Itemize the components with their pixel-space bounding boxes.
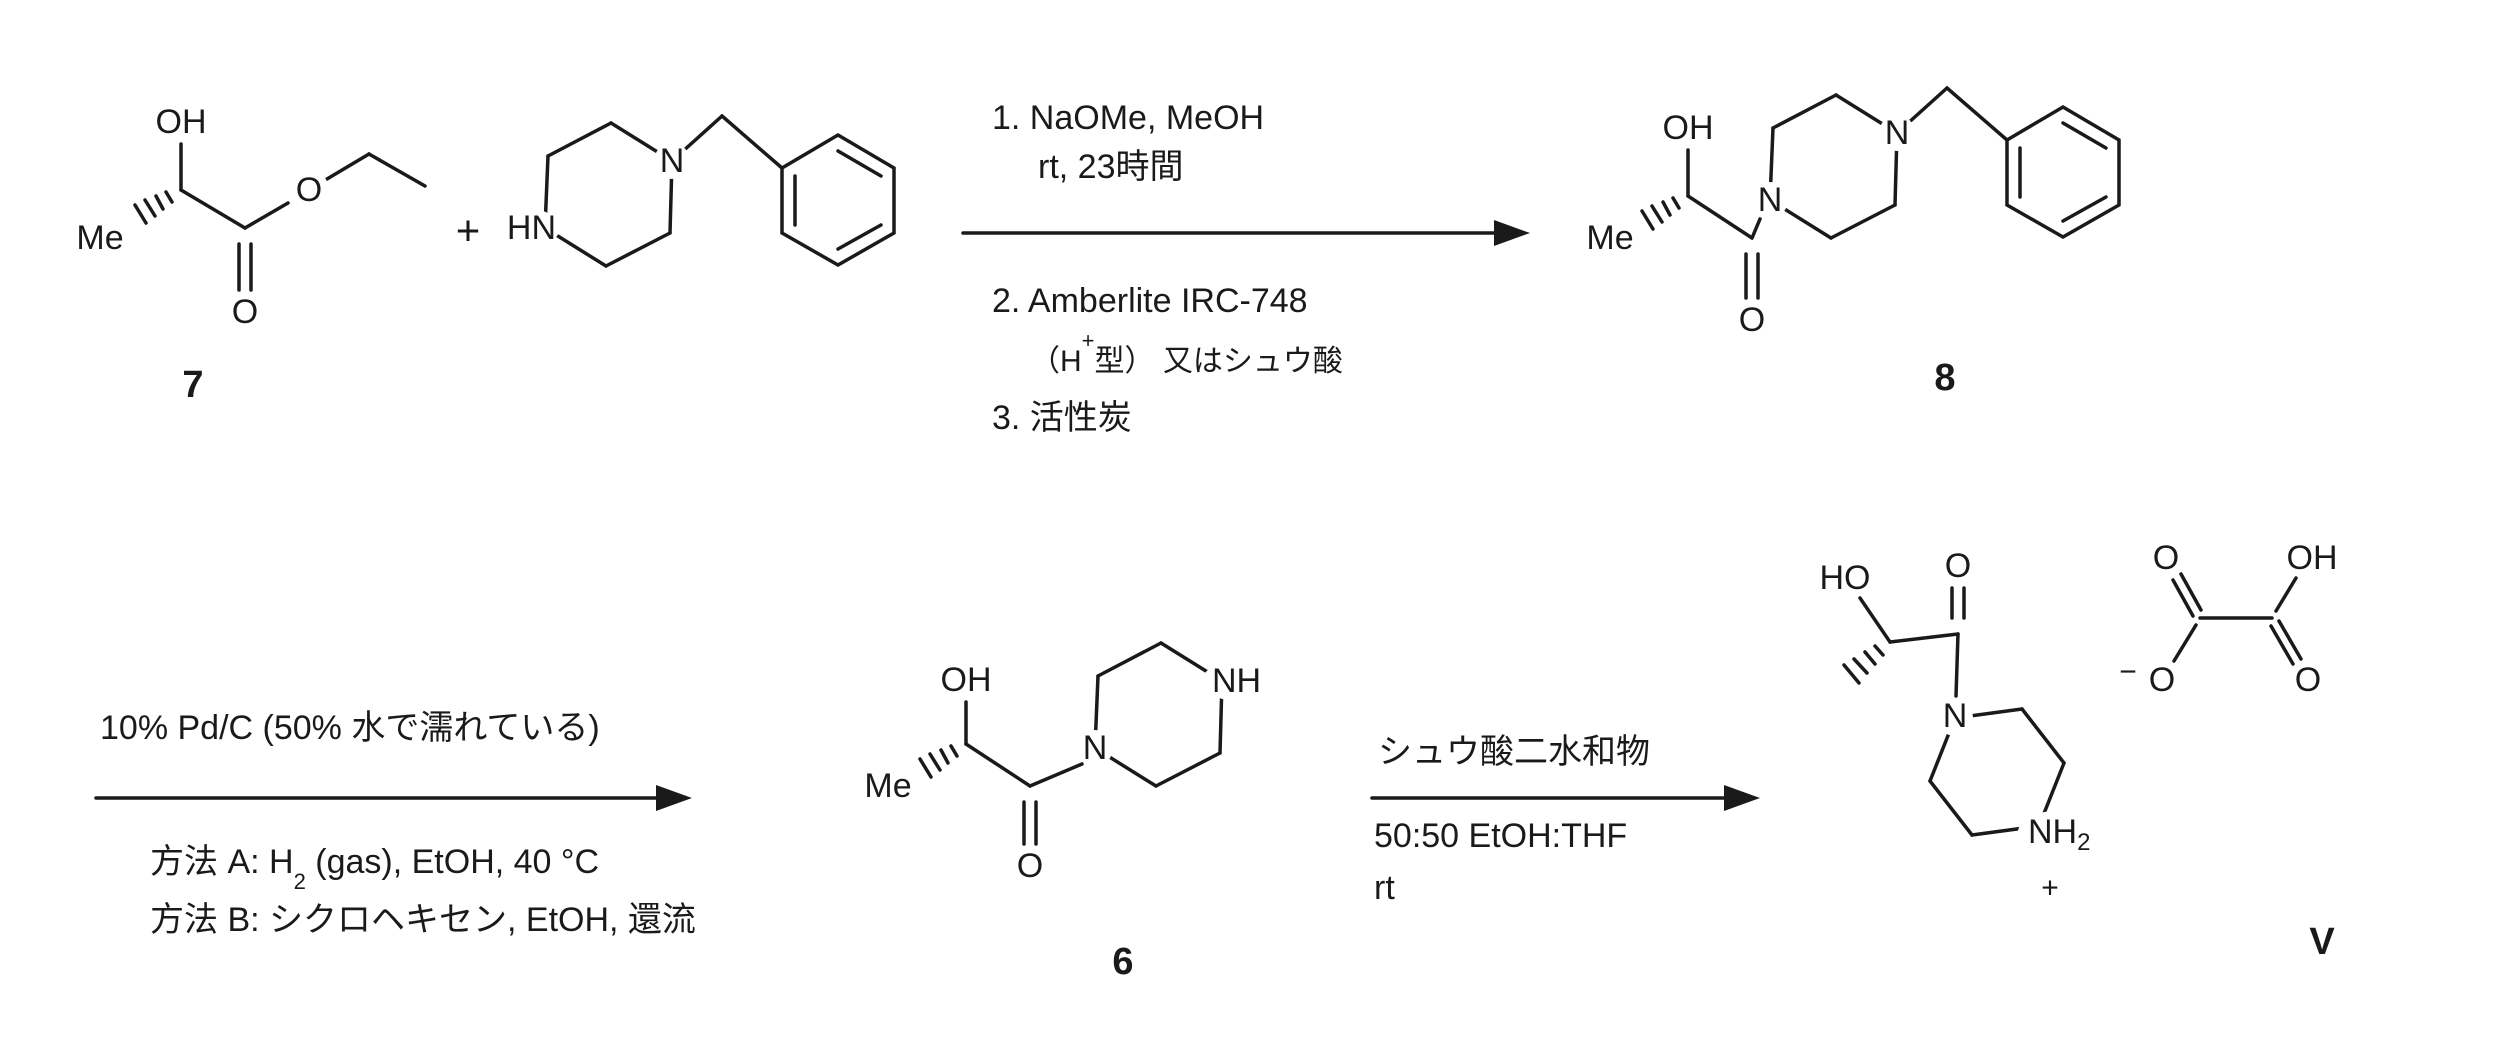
compound7-number: 7 <box>182 364 203 406</box>
reaction-arrow-2 <box>94 785 692 811</box>
arrow2-method-a: 方法 A: H2 (gas), EtOH, 40 °C <box>150 842 600 894</box>
stereo-hash-bond <box>1842 644 1885 685</box>
compound6-number: 6 <box>1112 941 1133 983</box>
compound8-n1-label: N <box>1758 181 1783 219</box>
stereo-hash-bond <box>1640 196 1681 231</box>
compound7-oh-label: OH <box>156 103 207 141</box>
compound6-n-label: N <box>1083 729 1108 767</box>
compound6-oh-label: OH <box>941 661 992 699</box>
compound8-number: 8 <box>1934 357 1955 399</box>
compound-8: Me OH O N N 8 <box>1578 86 2121 399</box>
atom-label-masks <box>856 660 1274 886</box>
benzylpiperazine-bonds <box>543 114 896 268</box>
arrow2-condition-above: 10% Pd/C (50% 水で濡れている) <box>100 709 600 747</box>
oxalate-o-bottomright-label: O <box>2295 661 2321 699</box>
atom-label-masks <box>68 102 329 332</box>
benzylpiperazine-n-label: N <box>660 142 685 180</box>
compound8-carbonyl-o-label: O <box>1739 301 1765 339</box>
arrow1-condition-step2: 2. Amberlite IRC-748 <box>992 282 1308 320</box>
compoundV-n-label: N <box>1943 697 1968 735</box>
compound-7-bonds <box>133 142 427 292</box>
reaction-arrow-3 <box>1370 785 1760 811</box>
atom-label-masks <box>1813 546 2110 854</box>
h-plus-superscript: + <box>1081 328 1095 353</box>
arrow1-condition-step2b: （H+型） 又はシュウ酸 <box>1030 328 1343 380</box>
stereo-hash-bond <box>918 744 959 779</box>
compound7-ester-o-label: O <box>296 171 322 209</box>
compound-6: Me OH O N NH 6 <box>856 641 1274 983</box>
compound8-oh-label: OH <box>1663 109 1714 147</box>
arrowhead <box>1494 220 1530 246</box>
compound6-carbonyl-o-label: O <box>1017 847 1043 885</box>
compound8-n4-label: N <box>1885 114 1910 152</box>
h2-subscript: 2 <box>293 868 306 894</box>
oxalate-minus-charge: − <box>2119 656 2137 689</box>
compound6-nh-label: NH <box>1212 662 1261 700</box>
compoundV-carbonyl-o-label: O <box>1945 547 1971 585</box>
compoundV-ho-label: HO <box>1820 559 1871 597</box>
stereo-hash-bond <box>133 190 174 225</box>
compound6-me-label: Me <box>864 767 911 805</box>
oxalate-bonds <box>2171 572 2303 666</box>
step2b-text: （H <box>1030 345 1082 378</box>
arrow3-condition-below1: 50:50 EtOH:THF <box>1374 817 1628 855</box>
benzylpiperazine: HN N <box>488 114 896 268</box>
arrowhead <box>656 785 692 811</box>
benzene-ring <box>2005 104 2121 240</box>
compoundV-nh2-label: NH2 <box>2028 813 2090 856</box>
compound-8-bonds <box>1640 86 2121 300</box>
method-a-text-rest: (gas), EtOH, 40 °C <box>305 843 600 881</box>
atom-label-masks <box>2142 538 2342 700</box>
oxalate-o-bottomleft-label: O <box>2149 661 2175 699</box>
arrow1-condition-step1b: rt, 23時間 <box>1038 148 1184 186</box>
reaction-arrow-1 <box>961 220 1530 246</box>
compound7-me-label: Me <box>76 219 123 257</box>
oxalate-o-topleft-label: O <box>2153 539 2179 577</box>
compound8-me-label: Me <box>1586 219 1633 257</box>
oxalate-oh-label: OH <box>2287 539 2338 577</box>
arrow3-condition-below2: rt <box>1374 869 1395 907</box>
compound-v-cation: HO O N NH2 + V <box>1813 546 2335 963</box>
compound-7: OH Me O O 7 <box>68 102 427 406</box>
arrow2-method-b: 方法 B: シクロヘキセン, EtOH, 還流 <box>150 901 696 939</box>
compoundV-number: V <box>2309 921 2335 963</box>
compound7-carbonyl-o-label: O <box>232 293 258 331</box>
step2b-text-rest: 型） 又はシュウ酸 <box>1094 345 1343 378</box>
arrowhead <box>1724 785 1760 811</box>
benzylpiperazine-hn-label: HN <box>507 209 556 247</box>
arrow1-condition-step1: 1. NaOMe, MeOH <box>992 99 1265 137</box>
compoundV-plus-charge: + <box>2041 872 2059 905</box>
arrow3-condition-above: シュウ酸二水和物 <box>1378 733 1650 771</box>
arrow1-condition-step3: 3. 活性炭 <box>992 399 1132 437</box>
atom-label-masks <box>488 143 690 248</box>
method-a-text: 方法 A: H <box>150 843 294 881</box>
oxalate-anion: O OH − O O <box>2119 538 2342 700</box>
plus-operator: + <box>456 207 481 254</box>
benzene-ring <box>780 132 896 268</box>
atom-label-masks <box>1578 108 1915 340</box>
